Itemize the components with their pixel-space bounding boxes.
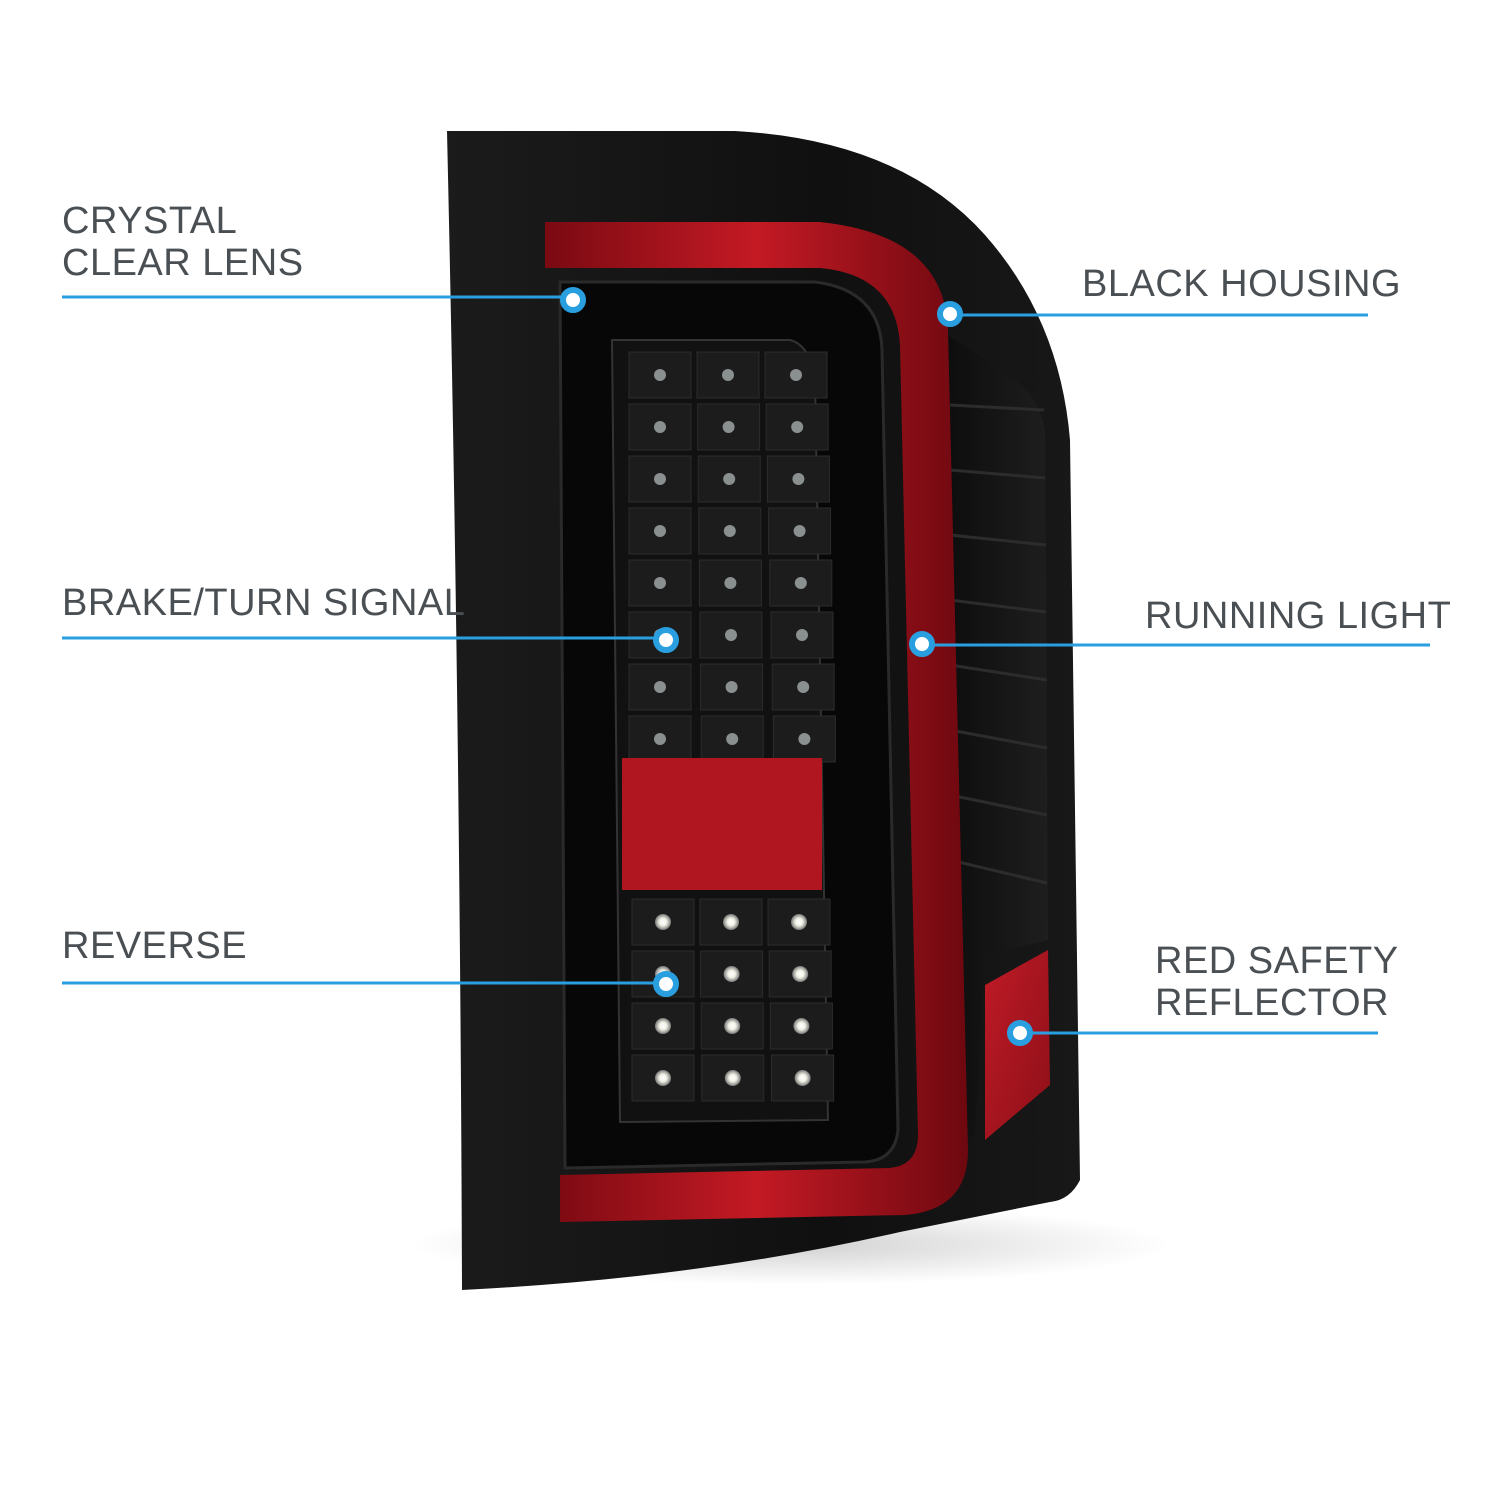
running-light-label: RUNNING LIGHT [1145,595,1451,637]
black-housing-label: BLACK HOUSING [1082,263,1401,305]
reverse-led [791,914,807,930]
reverse-led [723,914,739,930]
crystal-clear-lens-label-line-1: CRYSTAL [62,200,238,242]
brake-turn-led [796,629,808,641]
reverse-led [724,1018,741,1034]
brake-turn-led [723,473,736,485]
callout-dot-running [909,631,935,657]
brake-turn-cell [628,351,692,399]
brake-turn-led [792,473,805,485]
brake-turn-signal-label: BRAKE/TURN SIGNAL [62,582,465,624]
reverse-led [793,1018,810,1034]
reverse-led [792,966,809,982]
running-light-bar [545,222,968,1222]
brake-turn-led [798,733,811,745]
brake-turn-led [793,525,806,537]
reverse-led [723,966,740,982]
center-reflector [622,758,822,890]
brake-turn-led [654,473,666,485]
callout-dot-brake [653,627,679,653]
black-housing-label-line-1: BLACK HOUSING [1082,263,1402,305]
callout-dot-reverse [653,971,679,997]
brake-turn-led [724,577,737,589]
brake-turn-led [654,421,666,433]
red-safety-reflector-label: RED SAFETY REFLECTOR [1155,940,1399,1024]
reverse-label-line-1: REVERSE [62,925,248,967]
side-panel-ribs [949,403,1048,885]
brake-turn-cell [764,351,828,399]
reverse-led [655,1018,671,1034]
brake-turn-signal-label-line-1: BRAKE/TURN SIGNAL [62,582,466,624]
running-light-label-line-1: RUNNING LIGHT [1145,595,1452,637]
brake-turn-led [791,421,804,433]
brake-turn-led [723,525,736,537]
brake-turn-led [797,681,810,693]
reverse-label: REVERSE [62,925,247,967]
brake-turn-led [725,681,738,693]
reverse-led [794,1070,811,1086]
brake-turn-led [722,421,735,433]
brake-turn-led [654,525,666,537]
brake-turn-led [654,733,666,745]
brake-turn-led [654,577,666,589]
brake-turn-led [725,629,737,641]
brake-turn-led [722,369,734,381]
reverse-cell [700,950,764,998]
reverse-led [655,914,671,930]
callout-dots [560,287,1033,1046]
callout-dot-crystal [560,287,586,313]
brake-turn-led [654,369,666,381]
brake-turn-led [654,681,666,693]
red-safety-reflector-label-line-1: RED SAFETY [1155,940,1399,982]
side-panel [940,330,1048,1150]
reverse-led [655,1070,671,1086]
brake-turn-led [790,369,802,381]
red-safety-reflector-label-line-2: REFLECTOR [1155,982,1389,1024]
reverse-led [724,1070,741,1086]
crystal-clear-lens-label-line-2: CLEAR LENS [62,242,304,284]
brake-turn-led [794,577,807,589]
callout-lines [62,295,1430,1035]
callout-dot-reflector [1007,1020,1033,1046]
brake-turn-led [726,733,739,745]
brake-turn-led-group [628,351,836,763]
callout-dot-housing [937,301,963,327]
crystal-clear-lens-label: CRYSTAL CLEAR LENS [62,200,304,284]
